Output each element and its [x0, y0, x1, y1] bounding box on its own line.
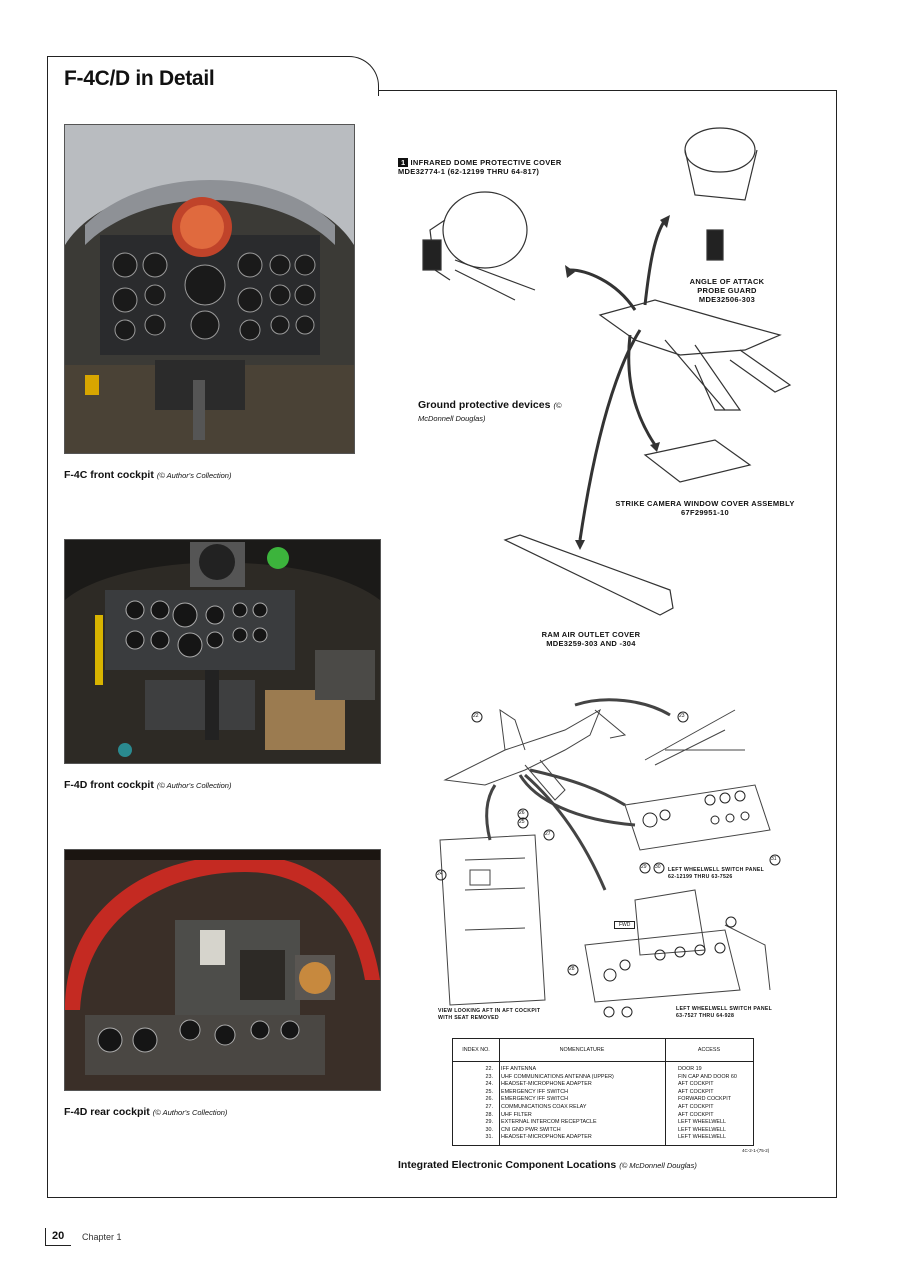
callout-30: 30 [655, 864, 661, 870]
photo-f4d-rear-cockpit [64, 849, 381, 1091]
table-header-access: ACCESS [665, 1039, 753, 1062]
table-row: 24. HEADSET-MICROPHONE ADAPTER AFT COCKPIT [453, 1081, 753, 1089]
photo-f4c-front-cockpit [64, 124, 355, 454]
table-cell-nomenclature: EMERGENCY IFF SWITCH [501, 1088, 568, 1095]
table-cell-access: FIN CAP AND DOOR 60 [678, 1073, 737, 1080]
table-cell-index: 23. [485, 1073, 494, 1080]
electronic-diagram-caption: Integrated Electronic Component Location… [398, 1159, 697, 1171]
table-cell-nomenclature: HEADSET-MICROPHONE ADAPTER [501, 1134, 592, 1141]
table-body: 22. IFF ANTENNA DOOR 19 23. UHF COMMUNICATIO… [453, 1066, 753, 1142]
table-cell-access: DOOR 19 [678, 1066, 702, 1072]
table-cell-access: LEFT WHEELWELL [678, 1134, 727, 1141]
table-cell-index: 31. [485, 1134, 494, 1141]
table-cell-nomenclature: IFF ANTENNA [501, 1066, 537, 1072]
table-cell-nomenclature: EXTERNAL INTERCOM RECEPTACLE [501, 1119, 597, 1126]
ground-protective-devices-diagram [422, 127, 792, 616]
chapter-label: Chapter 1 [82, 1232, 122, 1242]
table-row: 30. CNI GND PWR SWITCH LEFT WHEELWELL [453, 1127, 753, 1135]
table-cell-access: LEFT WHEELWELL [678, 1119, 727, 1126]
table-cell-index: 24. [485, 1081, 494, 1088]
aoa-probe-guard-label: ANGLE OF ATTACK PROBE GUARD MDE32506-303 [689, 277, 765, 304]
page-title: F-4C/D in Detail [64, 67, 215, 90]
table-cell-index: 22. [485, 1066, 494, 1072]
table-cell-nomenclature: HEADSET-MICROPHONE ADAPTER [501, 1081, 592, 1088]
callout-29: 29 [641, 864, 647, 870]
callout-23: 23 [679, 713, 685, 719]
table-cell-index: 30. [485, 1126, 494, 1133]
ground-diagram-caption: Ground protective devices(© McDonnell Do… [418, 399, 562, 423]
page-number: 20 [52, 1230, 65, 1242]
page-frame [47, 90, 837, 1198]
fwd-indicator: FWD [614, 921, 636, 929]
photo-f4d-front-cockpit [64, 539, 381, 764]
table-cell-index: 25. [485, 1088, 494, 1095]
table-cell-nomenclature: CNI GND PWR SWITCH [501, 1126, 561, 1133]
left-wheelwell-panel-label-1: LEFT WHEELWELL SWITCH PANEL 62-12199 THR… [668, 867, 765, 880]
table-row: 26. EMERGENCY IFF SWITCH FORWARD COCKPIT [453, 1096, 753, 1104]
table-cell-access: LEFT WHEELWELL [678, 1126, 727, 1133]
table-cell-access: AFT COCKPIT [678, 1111, 714, 1118]
table-cell-access: FORWARD COCKPIT [678, 1096, 732, 1103]
callout-27: 27 [545, 831, 551, 837]
callout-25: 25 [519, 819, 525, 825]
table-row: 31. HEADSET-MICROPHONE ADAPTER LEFT WHEELW… [453, 1134, 753, 1142]
photo-caption-2: F-4D front cockpit(© Author's Collection… [64, 779, 232, 791]
table-row: 23. UHF COMMUNICATIONS ANTENNA (UPPER) FIN… [453, 1074, 753, 1082]
table-header-index: INDEX NO. [453, 1039, 499, 1062]
callout-31: 31 [771, 856, 777, 862]
electronic-component-diagram [435, 698, 781, 1018]
table-row: 28. UHF FILTER AFT COCKPIT [453, 1112, 753, 1120]
left-wheelwell-panel-label-2: LEFT WHEELWELL SWITCH PANEL 63-7527 THRU… [676, 1006, 773, 1019]
table-cell-index: 26. [485, 1096, 494, 1103]
view-aft-cockpit-label: VIEW LOOKING AFT IN AFT COCKPIT WITH SEA… [438, 1008, 541, 1021]
table-cell-index: 28. [485, 1111, 494, 1118]
table-row: 29. EXTERNAL INTERCOM RECEPTACLE LEFT WHEE… [453, 1119, 753, 1127]
callout-24: 24 [437, 871, 443, 877]
table-header-nomenclature: NOMENCLATURE [499, 1039, 665, 1062]
table-cell-index: 27. [485, 1103, 494, 1110]
figure-code: 4C-2-1-(75-2) [742, 1148, 770, 1153]
table-row: 22. IFF ANTENNA DOOR 19 [453, 1066, 753, 1074]
callout-28: 28 [569, 966, 575, 972]
callout-26: 26 [519, 810, 525, 816]
callout-numbers [435, 711, 781, 1018]
table-cell-access: AFT COCKPIT [678, 1081, 714, 1088]
table-cell-nomenclature: UHF FILTER [501, 1111, 532, 1118]
photo-caption-3: F-4D rear cockpit(© Author's Collection) [64, 1106, 228, 1118]
strike-camera-cover-label: STRIKE CAMERA WINDOW COVER ASSEMBLY 67F2… [615, 499, 795, 517]
table-cell-index: 29. [485, 1119, 494, 1126]
table-row: 27. COMMUNICATIONS COAX RELAY AFT COCKPIT [453, 1104, 753, 1112]
callout-22: 22 [473, 713, 479, 719]
table-row: 25. EMERGENCY IFF SWITCH AFT COCKPIT [453, 1089, 753, 1097]
component-table: INDEX NO. NOMENCLATURE ACCESS 22. IFF ANT… [452, 1038, 754, 1146]
table-cell-nomenclature: EMERGENCY IFF SWITCH [501, 1096, 568, 1103]
table-cell-nomenclature: UHF COMMUNICATIONS ANTENNA (UPPER) [501, 1073, 614, 1080]
item-marker-1: 1 [398, 158, 409, 167]
ram-air-cover-label: RAM AIR OUTLET COVER MDE3259-303 AND -30… [541, 630, 641, 648]
table-cell-access: AFT COCKPIT [678, 1088, 714, 1095]
table-cell-access: AFT COCKPIT [678, 1103, 714, 1110]
photo-caption-1: F-4C front cockpit(© Author's Collection… [64, 469, 232, 481]
table-cell-nomenclature: COMMUNICATIONS COAX RELAY [501, 1103, 587, 1110]
